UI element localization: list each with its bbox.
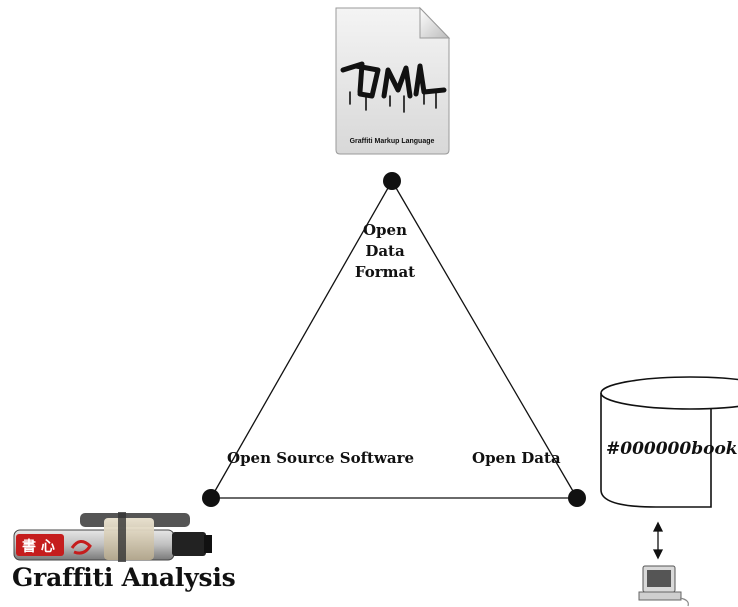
database-label: #000000book [606, 439, 738, 459]
gml-document-icon [335, 6, 451, 155]
vertex-top-label-line: Format [354, 263, 416, 281]
vertex-right-node [568, 489, 586, 507]
vertex-top-label-line: Open [362, 221, 407, 239]
vertex-top-label-line: Data [365, 242, 405, 260]
sync-arrow-icon [652, 521, 664, 560]
computer-icon [638, 565, 689, 607]
triangle-edges [210, 180, 578, 499]
vertex-left-node [202, 489, 220, 507]
marker-label-text: 書 心 [22, 538, 55, 555]
gml-logo-icon [340, 61, 447, 113]
vertex-top-label: Open Data Format [345, 220, 425, 283]
diagram-canvas: 書 心 [13, 6, 738, 607]
vertex-left-label: Open Source Software [227, 449, 415, 467]
database-cylinder-icon [600, 376, 738, 508]
vertex-right-label: Open Data [472, 449, 561, 467]
marker-illustration-icon: 書 心 [13, 512, 212, 562]
bottom-title: Graffiti Analysis [12, 563, 236, 592]
vertex-top-node [383, 172, 401, 190]
document-caption: Graffiti Markup Language [349, 138, 435, 145]
